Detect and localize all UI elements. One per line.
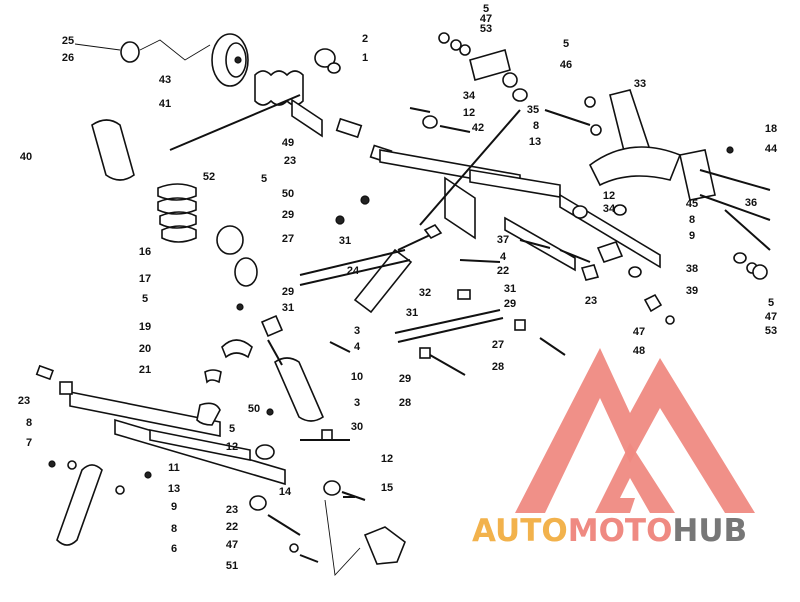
- callout-41: 41: [159, 98, 171, 110]
- callout-34: 34: [463, 90, 476, 102]
- callout-29: 29: [282, 286, 294, 298]
- callout-19: 19: [139, 321, 151, 333]
- callout-5: 5: [483, 3, 489, 15]
- callout-8: 8: [171, 523, 177, 535]
- callout-13: 13: [529, 136, 541, 148]
- callout-23: 23: [284, 155, 296, 167]
- callout-12: 12: [603, 190, 615, 202]
- callout-31: 31: [339, 235, 351, 247]
- logo-text-auto: AUTO: [472, 513, 568, 549]
- callout-50: 50: [282, 188, 294, 200]
- callout-49: 49: [282, 137, 294, 149]
- callout-8: 8: [689, 214, 695, 226]
- callout-5: 5: [768, 297, 774, 309]
- callout-23: 23: [585, 295, 597, 307]
- callout-14: 14: [279, 486, 292, 498]
- callout-52: 52: [203, 171, 215, 183]
- callout-24: 24: [347, 265, 360, 277]
- callout-29: 29: [282, 209, 294, 221]
- callout-46: 46: [560, 59, 572, 71]
- callout-22: 22: [226, 521, 238, 533]
- callout-40: 40: [20, 151, 32, 163]
- callout-34: 34: [603, 203, 616, 215]
- logo-text-moto: MOTO: [567, 513, 673, 549]
- callout-9: 9: [171, 501, 177, 513]
- callout-6: 6: [171, 543, 177, 555]
- callout-47: 47: [633, 326, 645, 338]
- callout-2: 2: [362, 33, 368, 45]
- callout-3: 3: [354, 397, 360, 409]
- callout-8: 8: [26, 417, 32, 429]
- callout-3: 3: [354, 325, 360, 337]
- callout-5: 5: [142, 293, 148, 305]
- automotohub-logo-triangle: [515, 348, 755, 513]
- callout-50: 50: [248, 403, 260, 415]
- callout-48: 48: [633, 345, 645, 357]
- callout-47: 47: [480, 13, 492, 25]
- callout-45: 45: [686, 198, 698, 210]
- callout-35: 35: [527, 104, 539, 116]
- callout-10: 10: [351, 371, 363, 383]
- callout-31: 31: [282, 302, 294, 314]
- callout-38: 38: [686, 263, 698, 275]
- callout-36: 36: [745, 197, 757, 209]
- callout-43: 43: [159, 74, 171, 86]
- callout-8: 8: [533, 120, 539, 132]
- logo-text-hub: HUB: [672, 513, 748, 549]
- callout-13: 13: [168, 483, 180, 495]
- callout-18: 18: [765, 123, 777, 135]
- callout-4: 4: [354, 341, 361, 353]
- callout-9: 9: [689, 230, 695, 242]
- callout-23: 23: [18, 395, 30, 407]
- callout-15: 15: [381, 482, 393, 494]
- automotohub-logo-text: AUTOMOTOHUB: [472, 513, 747, 549]
- callout-42: 42: [472, 122, 484, 134]
- callout-5: 5: [261, 173, 267, 185]
- callout-4: 4: [500, 251, 507, 263]
- callout-17: 17: [139, 273, 151, 285]
- callout-25: 25: [62, 35, 74, 47]
- callout-16: 16: [139, 246, 151, 258]
- callout-44: 44: [765, 143, 778, 155]
- callout-5: 5: [563, 38, 569, 50]
- callout-20: 20: [139, 343, 151, 355]
- callout-28: 28: [492, 361, 504, 373]
- callout-12: 12: [381, 453, 393, 465]
- callout-28: 28: [399, 397, 411, 409]
- callout-12: 12: [226, 441, 238, 453]
- callout-27: 27: [492, 339, 504, 351]
- callout-37: 37: [497, 234, 509, 246]
- callout-26: 26: [62, 52, 74, 64]
- callout-7: 7: [26, 437, 32, 449]
- callout-23: 23: [226, 504, 238, 516]
- callout-11: 11: [168, 462, 180, 474]
- callout-numbers: 2526434121492340521617519202123871311986…: [18, 3, 778, 572]
- callout-39: 39: [686, 285, 698, 297]
- callout-12: 12: [463, 107, 475, 119]
- callout-53: 53: [765, 325, 777, 337]
- callout-31: 31: [504, 283, 516, 295]
- callout-32: 32: [419, 287, 431, 299]
- callout-29: 29: [504, 298, 516, 310]
- callout-21: 21: [139, 364, 151, 376]
- exploded-assembly-drawing: [35, 32, 771, 577]
- callout-22: 22: [497, 265, 509, 277]
- callout-47: 47: [226, 539, 238, 551]
- callout-27: 27: [282, 233, 294, 245]
- callout-51: 51: [226, 560, 238, 572]
- callout-30: 30: [351, 421, 363, 433]
- callout-31: 31: [406, 307, 418, 319]
- callout-1: 1: [362, 52, 368, 64]
- callout-47: 47: [765, 311, 777, 323]
- callout-33: 33: [634, 78, 646, 90]
- callout-5: 5: [229, 423, 235, 435]
- callout-29: 29: [399, 373, 411, 385]
- callout-53: 53: [480, 23, 492, 35]
